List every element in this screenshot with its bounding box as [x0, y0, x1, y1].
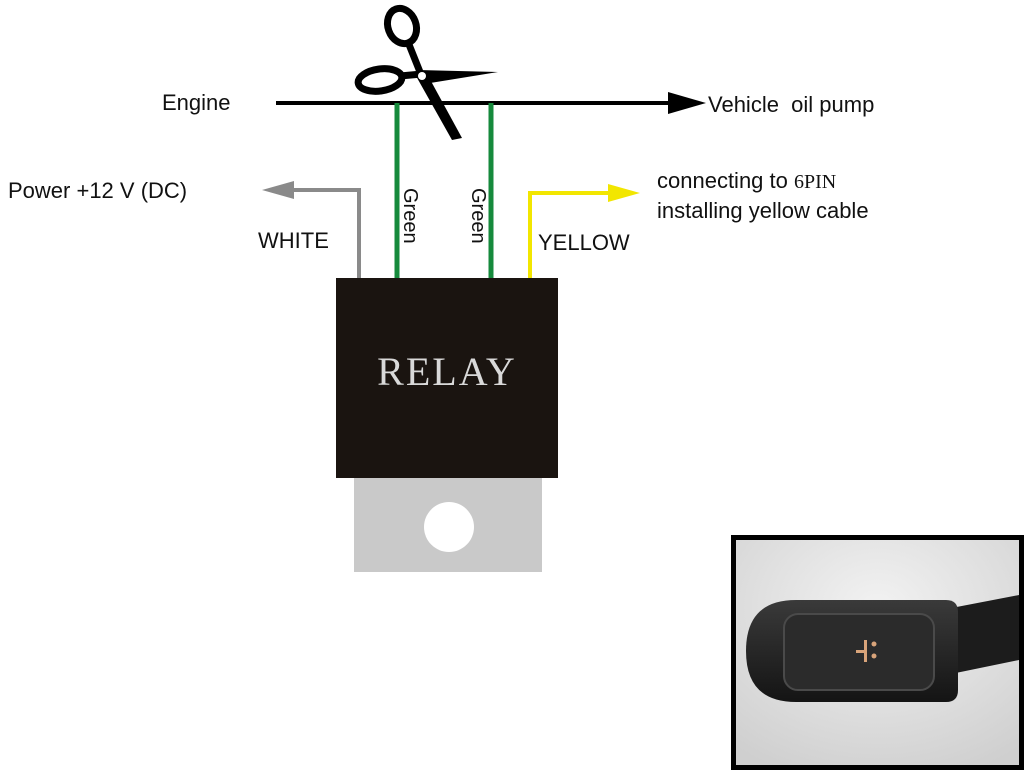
installing-label: installing yellow cable [657, 198, 869, 223]
fuel-line-arrowhead [668, 92, 706, 114]
connecting-pin: 6PIN [793, 171, 837, 193]
yellow-wire-label: YELLOW [538, 230, 630, 255]
yellow-wire [528, 191, 612, 280]
relay-body [336, 278, 558, 478]
engine-label: Engine [162, 90, 231, 115]
power-label: Power +12 V (DC) [8, 178, 188, 203]
green-wire-left-label: Green [399, 188, 421, 244]
green-wire-right-label: Green [467, 188, 489, 244]
white-wire-arrowhead [262, 181, 294, 199]
yellow-wire-arrowhead [608, 184, 640, 202]
relay-mounting-hole [424, 502, 474, 552]
connector-photo [731, 535, 1024, 770]
white-wire-label: WHITE [258, 228, 329, 253]
connecting-label: connecting to 6PIN [657, 168, 836, 194]
connecting-prefix: connecting to [657, 168, 794, 193]
oil-pump-label: Vehicle oil pump [708, 92, 875, 117]
connector-image [736, 540, 1019, 765]
scissors-icon [354, 4, 498, 140]
relay-label: RELAY [377, 349, 517, 394]
white-wire [290, 188, 361, 280]
